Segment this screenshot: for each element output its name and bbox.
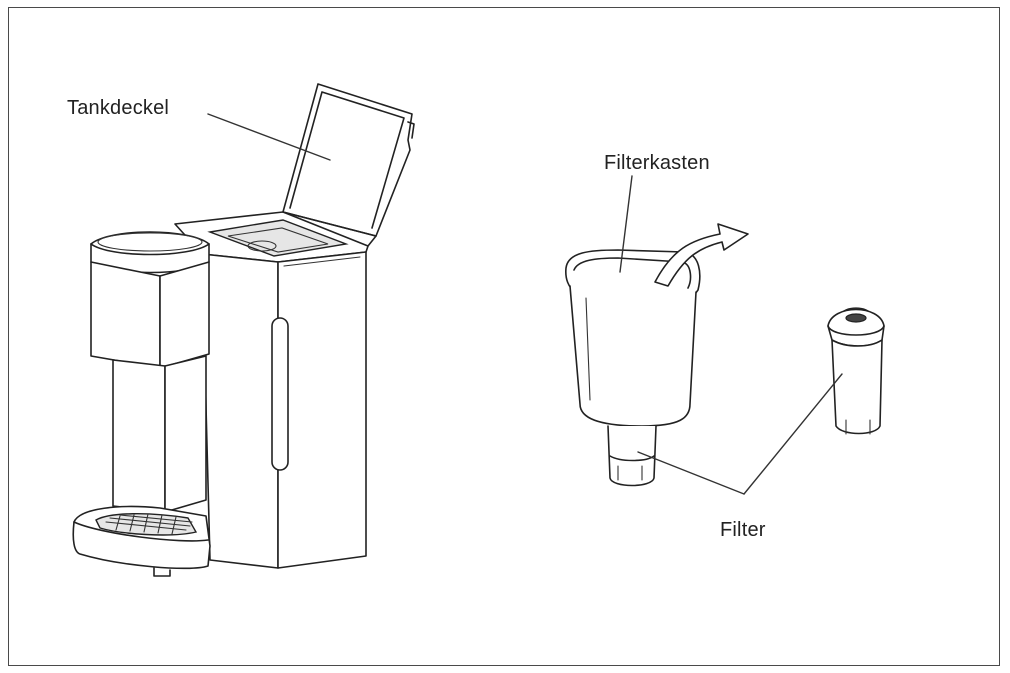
brew-head-front — [90, 261, 161, 369]
brew-head-side — [159, 261, 210, 369]
water-dispenser — [72, 83, 415, 577]
leader-line-filter-outlet — [637, 451, 745, 495]
filter-box-body — [569, 285, 697, 427]
tank-front — [201, 253, 279, 569]
water-level-window — [271, 317, 289, 471]
filter-box-outlet — [607, 425, 657, 487]
tank-lid — [282, 83, 413, 237]
tank-side — [277, 251, 367, 569]
filter-body — [831, 339, 883, 435]
label-filter: Filter — [720, 519, 766, 541]
removal-arrow — [654, 223, 749, 287]
dispenser-column — [112, 359, 166, 513]
label-tank-lid: Tankdeckel — [67, 97, 170, 119]
leader-line-tank-lid — [207, 113, 331, 161]
leader-line-filter-box — [619, 175, 633, 273]
filter-box — [565, 223, 749, 487]
label-filter-box: Filterkasten — [604, 152, 710, 174]
leader-line-filter-cartridge — [743, 373, 843, 495]
filter-cartridge — [827, 307, 885, 435]
